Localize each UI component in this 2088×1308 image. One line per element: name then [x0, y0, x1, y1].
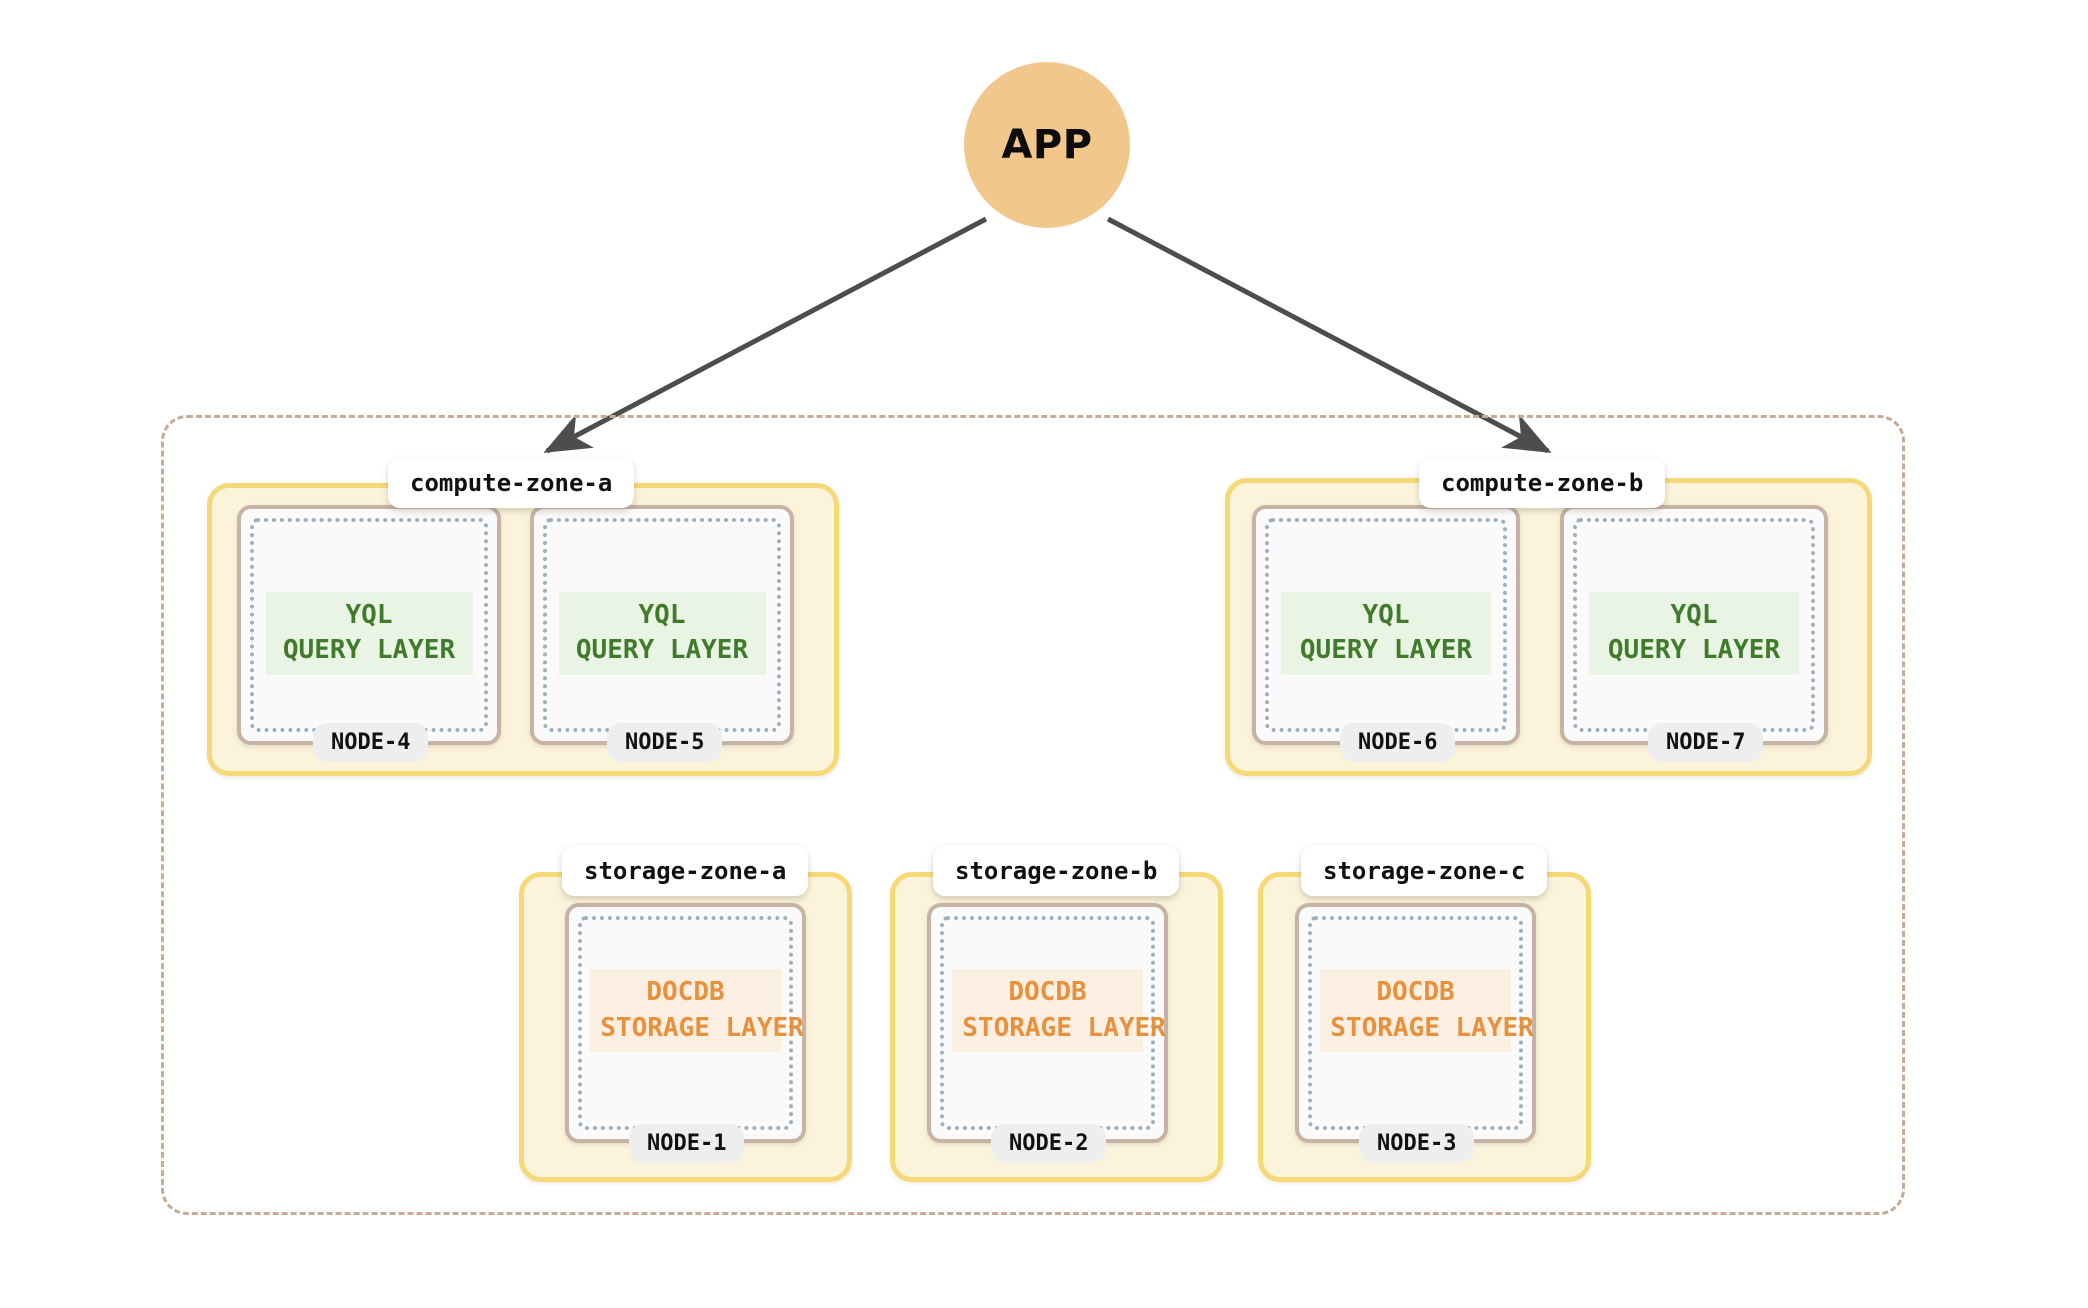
node-pill-node-5: NODE-5 — [607, 723, 723, 762]
node-box-node-5[interactable]: YQL QUERY LAYER — [530, 505, 794, 745]
app-label: APP — [1001, 122, 1093, 168]
zone-label-storage-zone-b: storage-zone-b — [933, 846, 1180, 896]
layer-line1: YQL — [638, 600, 686, 630]
layer-docdb-node-2: DOCDB STORAGE LAYER — [952, 969, 1166, 1052]
layer-yql-node-4: YQL QUERY LAYER — [265, 592, 473, 675]
node-inner-node-2: DOCDB STORAGE LAYER — [940, 916, 1166, 1130]
node-inner-node-3: DOCDB STORAGE LAYER — [1308, 916, 1534, 1130]
layer-line1: DOCDB — [1008, 977, 1087, 1008]
node-box-node-4[interactable]: YQL QUERY LAYER — [237, 505, 501, 745]
node-box-node-7[interactable]: YQL QUERY LAYER — [1560, 505, 1828, 745]
layer-line1: DOCDB — [1376, 977, 1455, 1008]
node-pill-node-6: NODE-6 — [1340, 723, 1456, 762]
node-inner-node-7: YQL QUERY LAYER — [1573, 518, 1815, 732]
zone-label-compute-zone-a: compute-zone-a — [388, 458, 635, 508]
cluster-outline — [161, 415, 1905, 1215]
layer-line2: QUERY LAYER — [1299, 635, 1473, 666]
layer-line1: YQL — [1670, 600, 1718, 630]
node-box-node-6[interactable]: YQL QUERY LAYER — [1252, 505, 1520, 745]
node-box-node-2[interactable]: DOCDB STORAGE LAYER — [927, 903, 1168, 1143]
node-pill-node-3: NODE-3 — [1359, 1124, 1475, 1163]
layer-docdb-node-1: DOCDB STORAGE LAYER — [590, 969, 804, 1052]
zone-label-storage-zone-a: storage-zone-a — [562, 846, 809, 896]
layer-line2: QUERY LAYER — [1607, 635, 1781, 666]
node-inner-node-4: YQL QUERY LAYER — [250, 518, 488, 732]
layer-line1: YQL — [1362, 600, 1410, 630]
layer-yql-node-5: YQL QUERY LAYER — [558, 592, 766, 675]
node-box-node-3[interactable]: DOCDB STORAGE LAYER — [1295, 903, 1536, 1143]
layer-line2: QUERY LAYER — [575, 635, 749, 666]
layer-line2: STORAGE LAYER — [600, 1012, 804, 1043]
node-box-node-1[interactable]: DOCDB STORAGE LAYER — [565, 903, 806, 1143]
node-pill-node-4: NODE-4 — [313, 723, 429, 762]
node-inner-node-1: DOCDB STORAGE LAYER — [578, 916, 804, 1130]
layer-line1: YQL — [345, 600, 393, 630]
layer-yql-node-6: YQL QUERY LAYER — [1280, 592, 1492, 675]
node-inner-node-6: YQL QUERY LAYER — [1265, 518, 1507, 732]
node-pill-node-2: NODE-2 — [991, 1124, 1107, 1163]
layer-docdb-node-3: DOCDB STORAGE LAYER — [1320, 969, 1534, 1052]
layer-line2: STORAGE LAYER — [1330, 1012, 1534, 1043]
zone-label-compute-zone-b: compute-zone-b — [1419, 458, 1666, 508]
layer-line2: QUERY LAYER — [282, 635, 456, 666]
layer-line1: DOCDB — [646, 977, 725, 1008]
node-pill-node-7: NODE-7 — [1648, 723, 1764, 762]
node-inner-node-5: YQL QUERY LAYER — [543, 518, 781, 732]
layer-yql-node-7: YQL QUERY LAYER — [1588, 592, 1800, 675]
node-pill-node-1: NODE-1 — [629, 1124, 745, 1163]
layer-line2: STORAGE LAYER — [962, 1012, 1166, 1043]
app-node[interactable]: APP — [964, 62, 1130, 228]
zone-label-storage-zone-c: storage-zone-c — [1301, 846, 1548, 896]
